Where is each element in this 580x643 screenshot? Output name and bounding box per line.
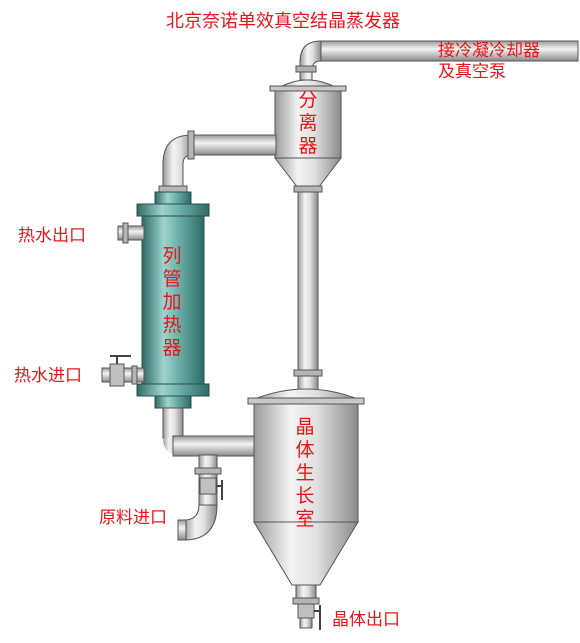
feed-inlet-label: 原料进口	[99, 508, 167, 528]
hot-water-inlet-label: 热水进口	[14, 366, 82, 386]
separator-vessel	[269, 79, 347, 193]
separator-label: 分离器	[298, 89, 318, 157]
crystal-outlet-valve	[292, 597, 321, 630]
heater-label: 列管加热器	[162, 245, 182, 359]
tube-heater	[136, 191, 210, 409]
vapor-return-pipe	[158, 130, 277, 193]
downcomer-pipe	[293, 191, 323, 403]
vapor-outlet-pipe	[295, 40, 579, 81]
hot-water-outlet-label: 热水出口	[18, 226, 86, 246]
crystal-outlet-label: 晶体出口	[332, 610, 400, 630]
crystal-chamber-label: 晶体生长室	[295, 416, 315, 530]
condenser-label: 接冷凝冷却器 及真空泵	[438, 41, 540, 82]
crystal-growth-chamber	[247, 388, 365, 600]
circulation-pipe	[162, 407, 260, 457]
feed-inlet-pipe	[177, 454, 223, 541]
hot-water-outlet-nozzle	[117, 222, 145, 244]
diagram-title: 北京奈诺单效真空结晶蒸发器	[166, 11, 400, 32]
hot-water-inlet-valve	[101, 355, 145, 387]
